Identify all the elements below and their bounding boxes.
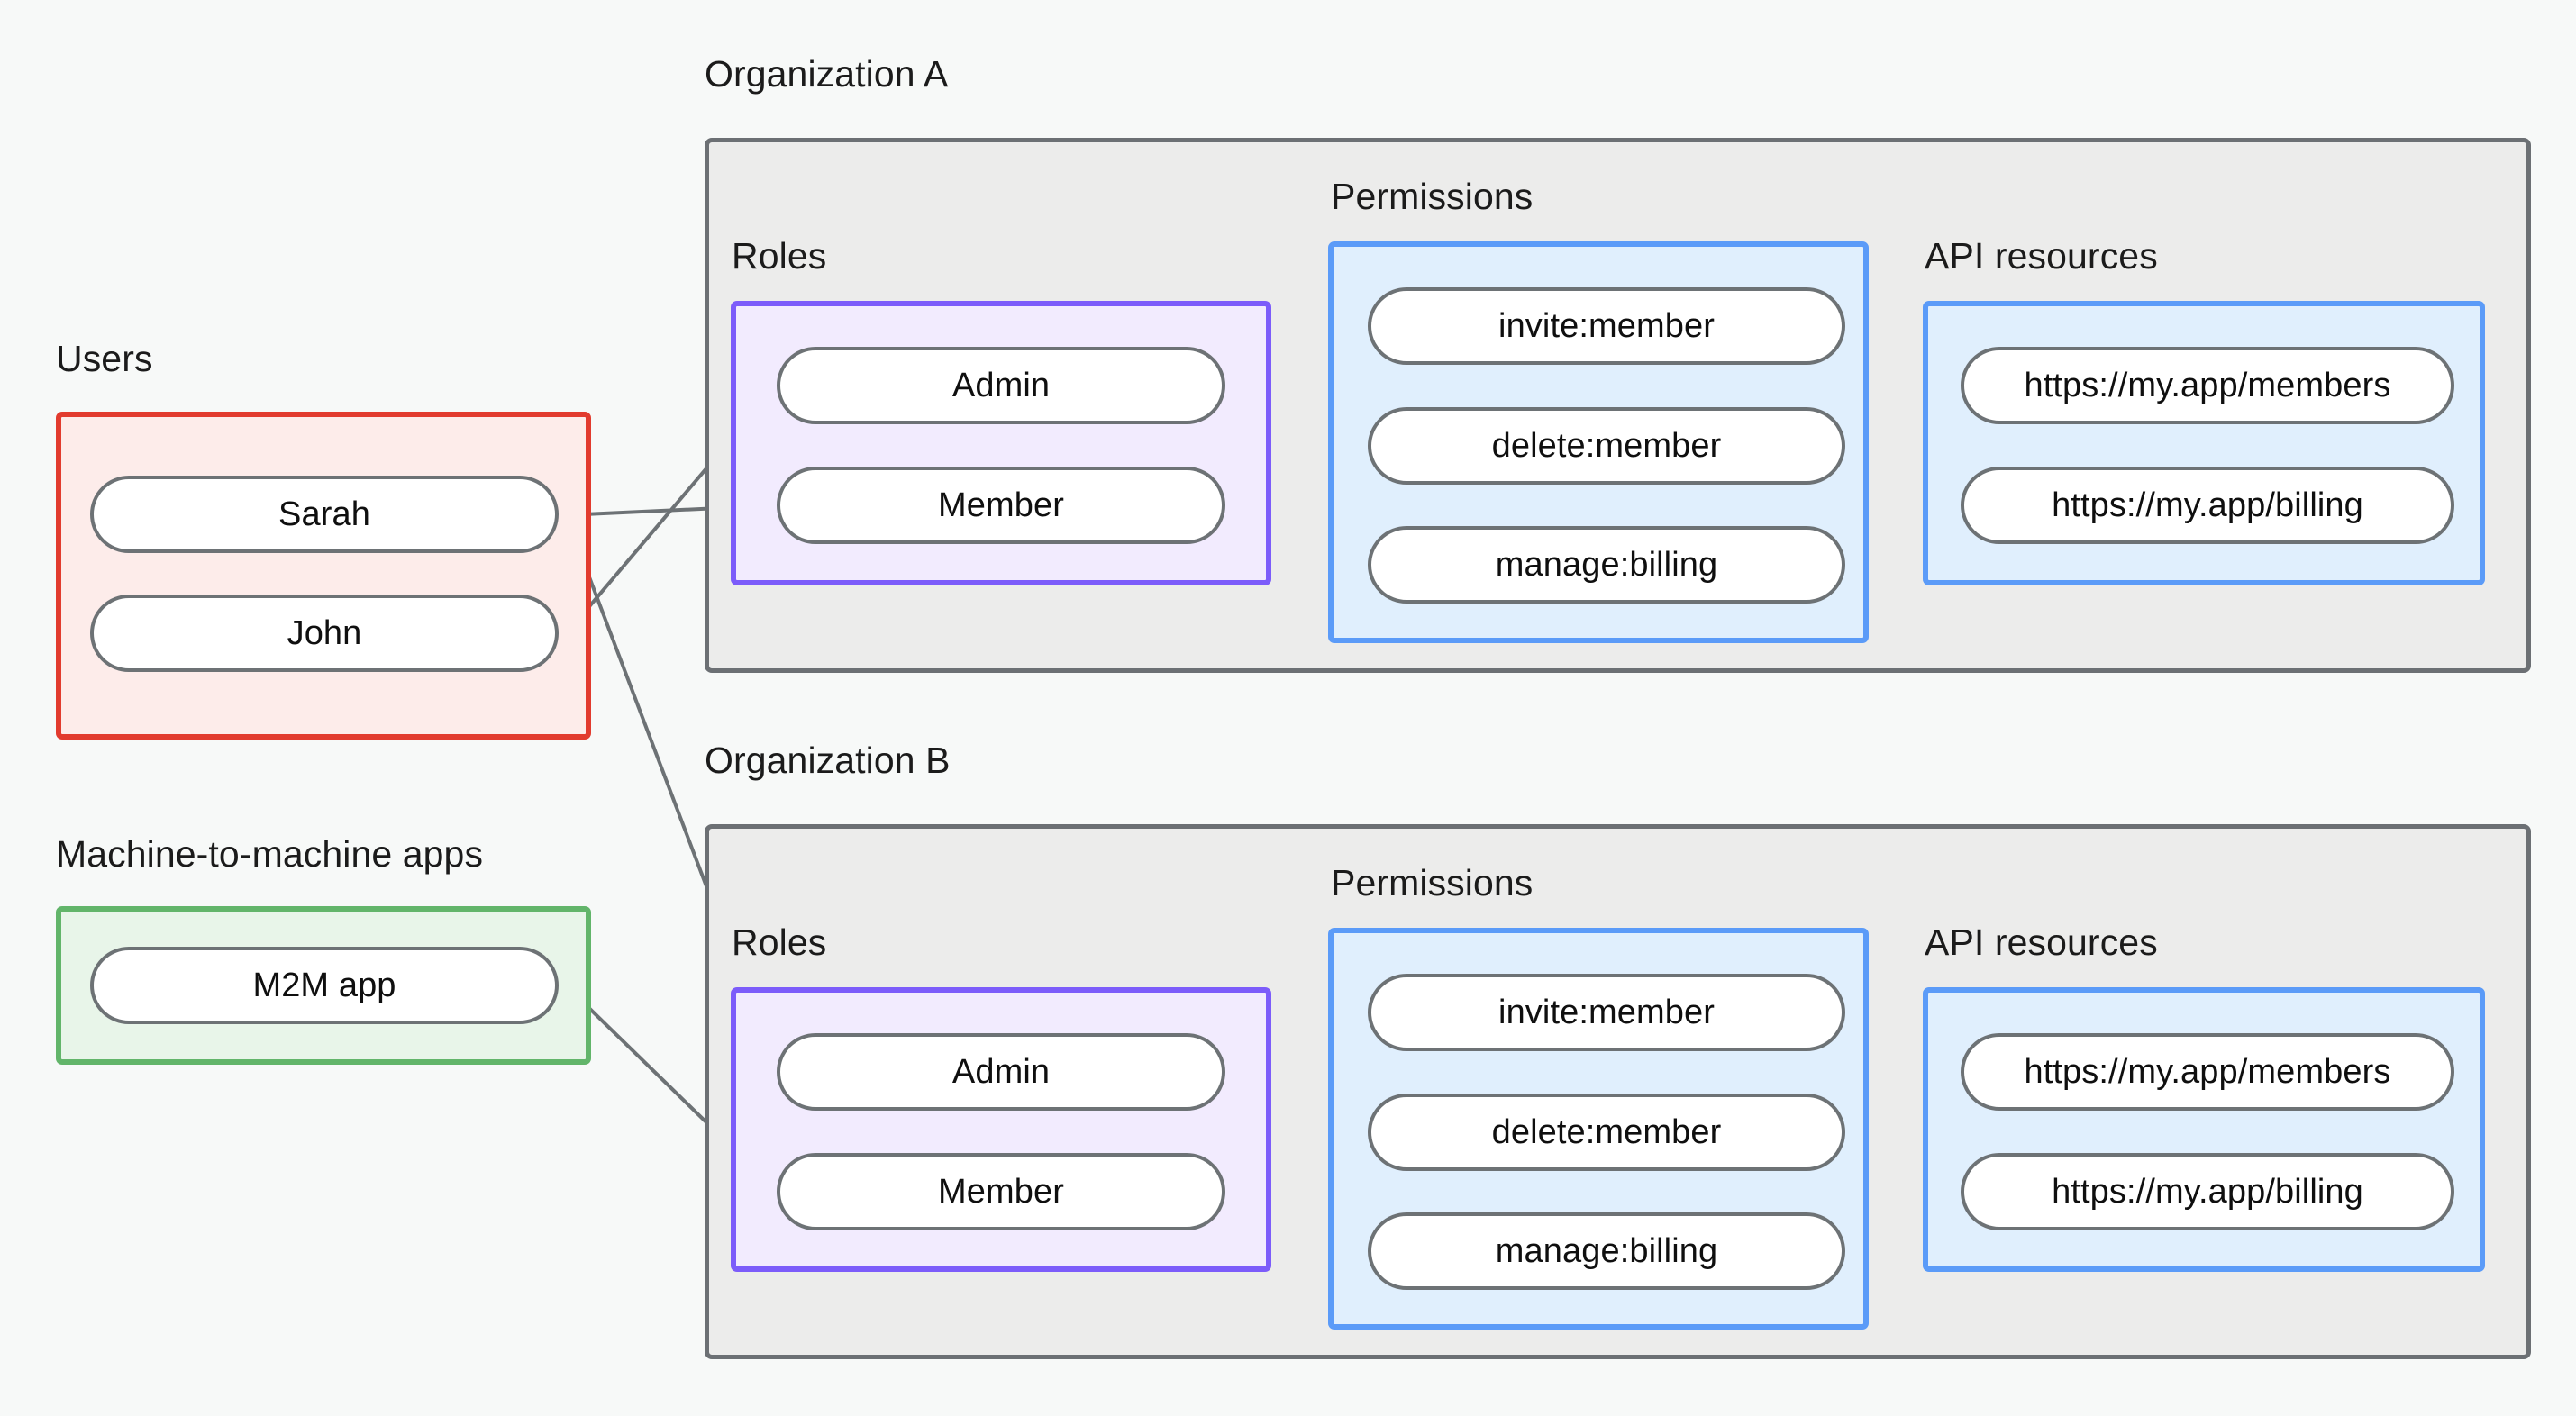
org-a-permission-invite-member[interactable]: invite:member	[1368, 287, 1845, 365]
org-a-role-member[interactable]: Member	[777, 467, 1225, 544]
org-a-api-resource-billing[interactable]: https://my.app/billing	[1961, 467, 2454, 544]
org-b-api-resource-billing[interactable]: https://my.app/billing	[1961, 1153, 2454, 1230]
org-a-role-admin[interactable]: Admin	[777, 347, 1225, 424]
org-a-api-resource-members[interactable]: https://my.app/members	[1961, 347, 2454, 424]
org-b-roles-caption: Roles	[732, 921, 827, 963]
org-b-api-caption: API resources	[1925, 921, 2158, 963]
org-b-permission-manage-billing[interactable]: manage:billing	[1368, 1212, 1845, 1290]
user-sarah[interactable]: Sarah	[90, 476, 559, 553]
org-b-caption: Organization B	[705, 740, 951, 781]
org-a-permissions-caption: Permissions	[1331, 176, 1534, 217]
org-b-permissions-caption: Permissions	[1331, 862, 1534, 903]
org-b-role-admin[interactable]: Admin	[777, 1033, 1225, 1111]
org-a-permission-delete-member[interactable]: delete:member	[1368, 407, 1845, 485]
org-a-caption: Organization A	[705, 53, 949, 95]
user-john[interactable]: John	[90, 595, 559, 672]
org-a-roles-caption: Roles	[732, 235, 827, 277]
m2m-caption: Machine-to-machine apps	[56, 833, 484, 875]
users-group	[56, 412, 591, 740]
users-caption: Users	[56, 338, 153, 379]
org-b-api-resource-members[interactable]: https://my.app/members	[1961, 1033, 2454, 1111]
org-a-permission-manage-billing[interactable]: manage:billing	[1368, 526, 1845, 604]
org-a-api-caption: API resources	[1925, 235, 2158, 277]
org-b-permission-delete-member[interactable]: delete:member	[1368, 1094, 1845, 1171]
m2m-app-node[interactable]: M2M app	[90, 947, 559, 1024]
org-b-permission-invite-member[interactable]: invite:member	[1368, 974, 1845, 1051]
org-b-role-member[interactable]: Member	[777, 1153, 1225, 1230]
